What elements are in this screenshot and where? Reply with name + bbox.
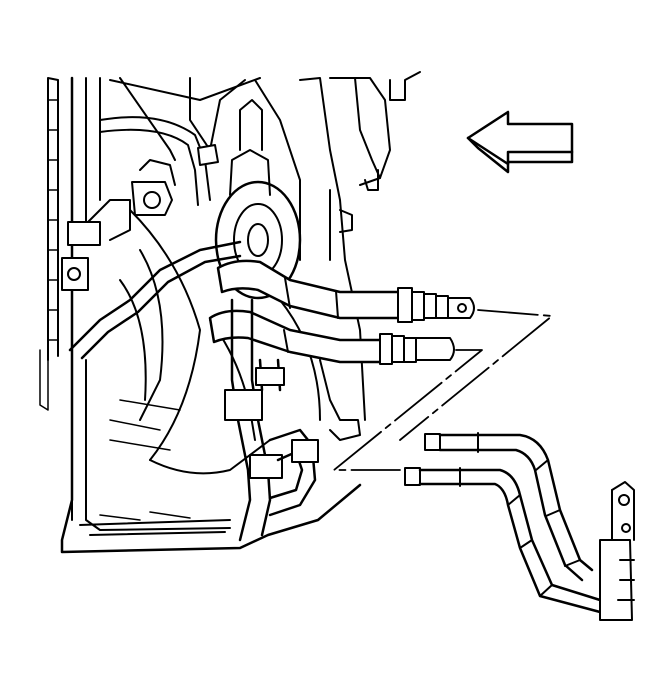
leader-lines	[333, 309, 553, 471]
detail-pipes	[404, 432, 602, 614]
hose-upper	[216, 259, 475, 323]
bottom-tray	[79, 511, 231, 536]
fan-blades	[109, 209, 321, 475]
condenser-block	[599, 481, 635, 621]
hose-down	[224, 298, 319, 542]
fan-motor	[214, 99, 302, 300]
radiator-core	[39, 77, 59, 411]
mounting-brackets	[61, 159, 176, 291]
arrow-left-icon	[466, 110, 574, 174]
wire-harness	[68, 116, 242, 360]
